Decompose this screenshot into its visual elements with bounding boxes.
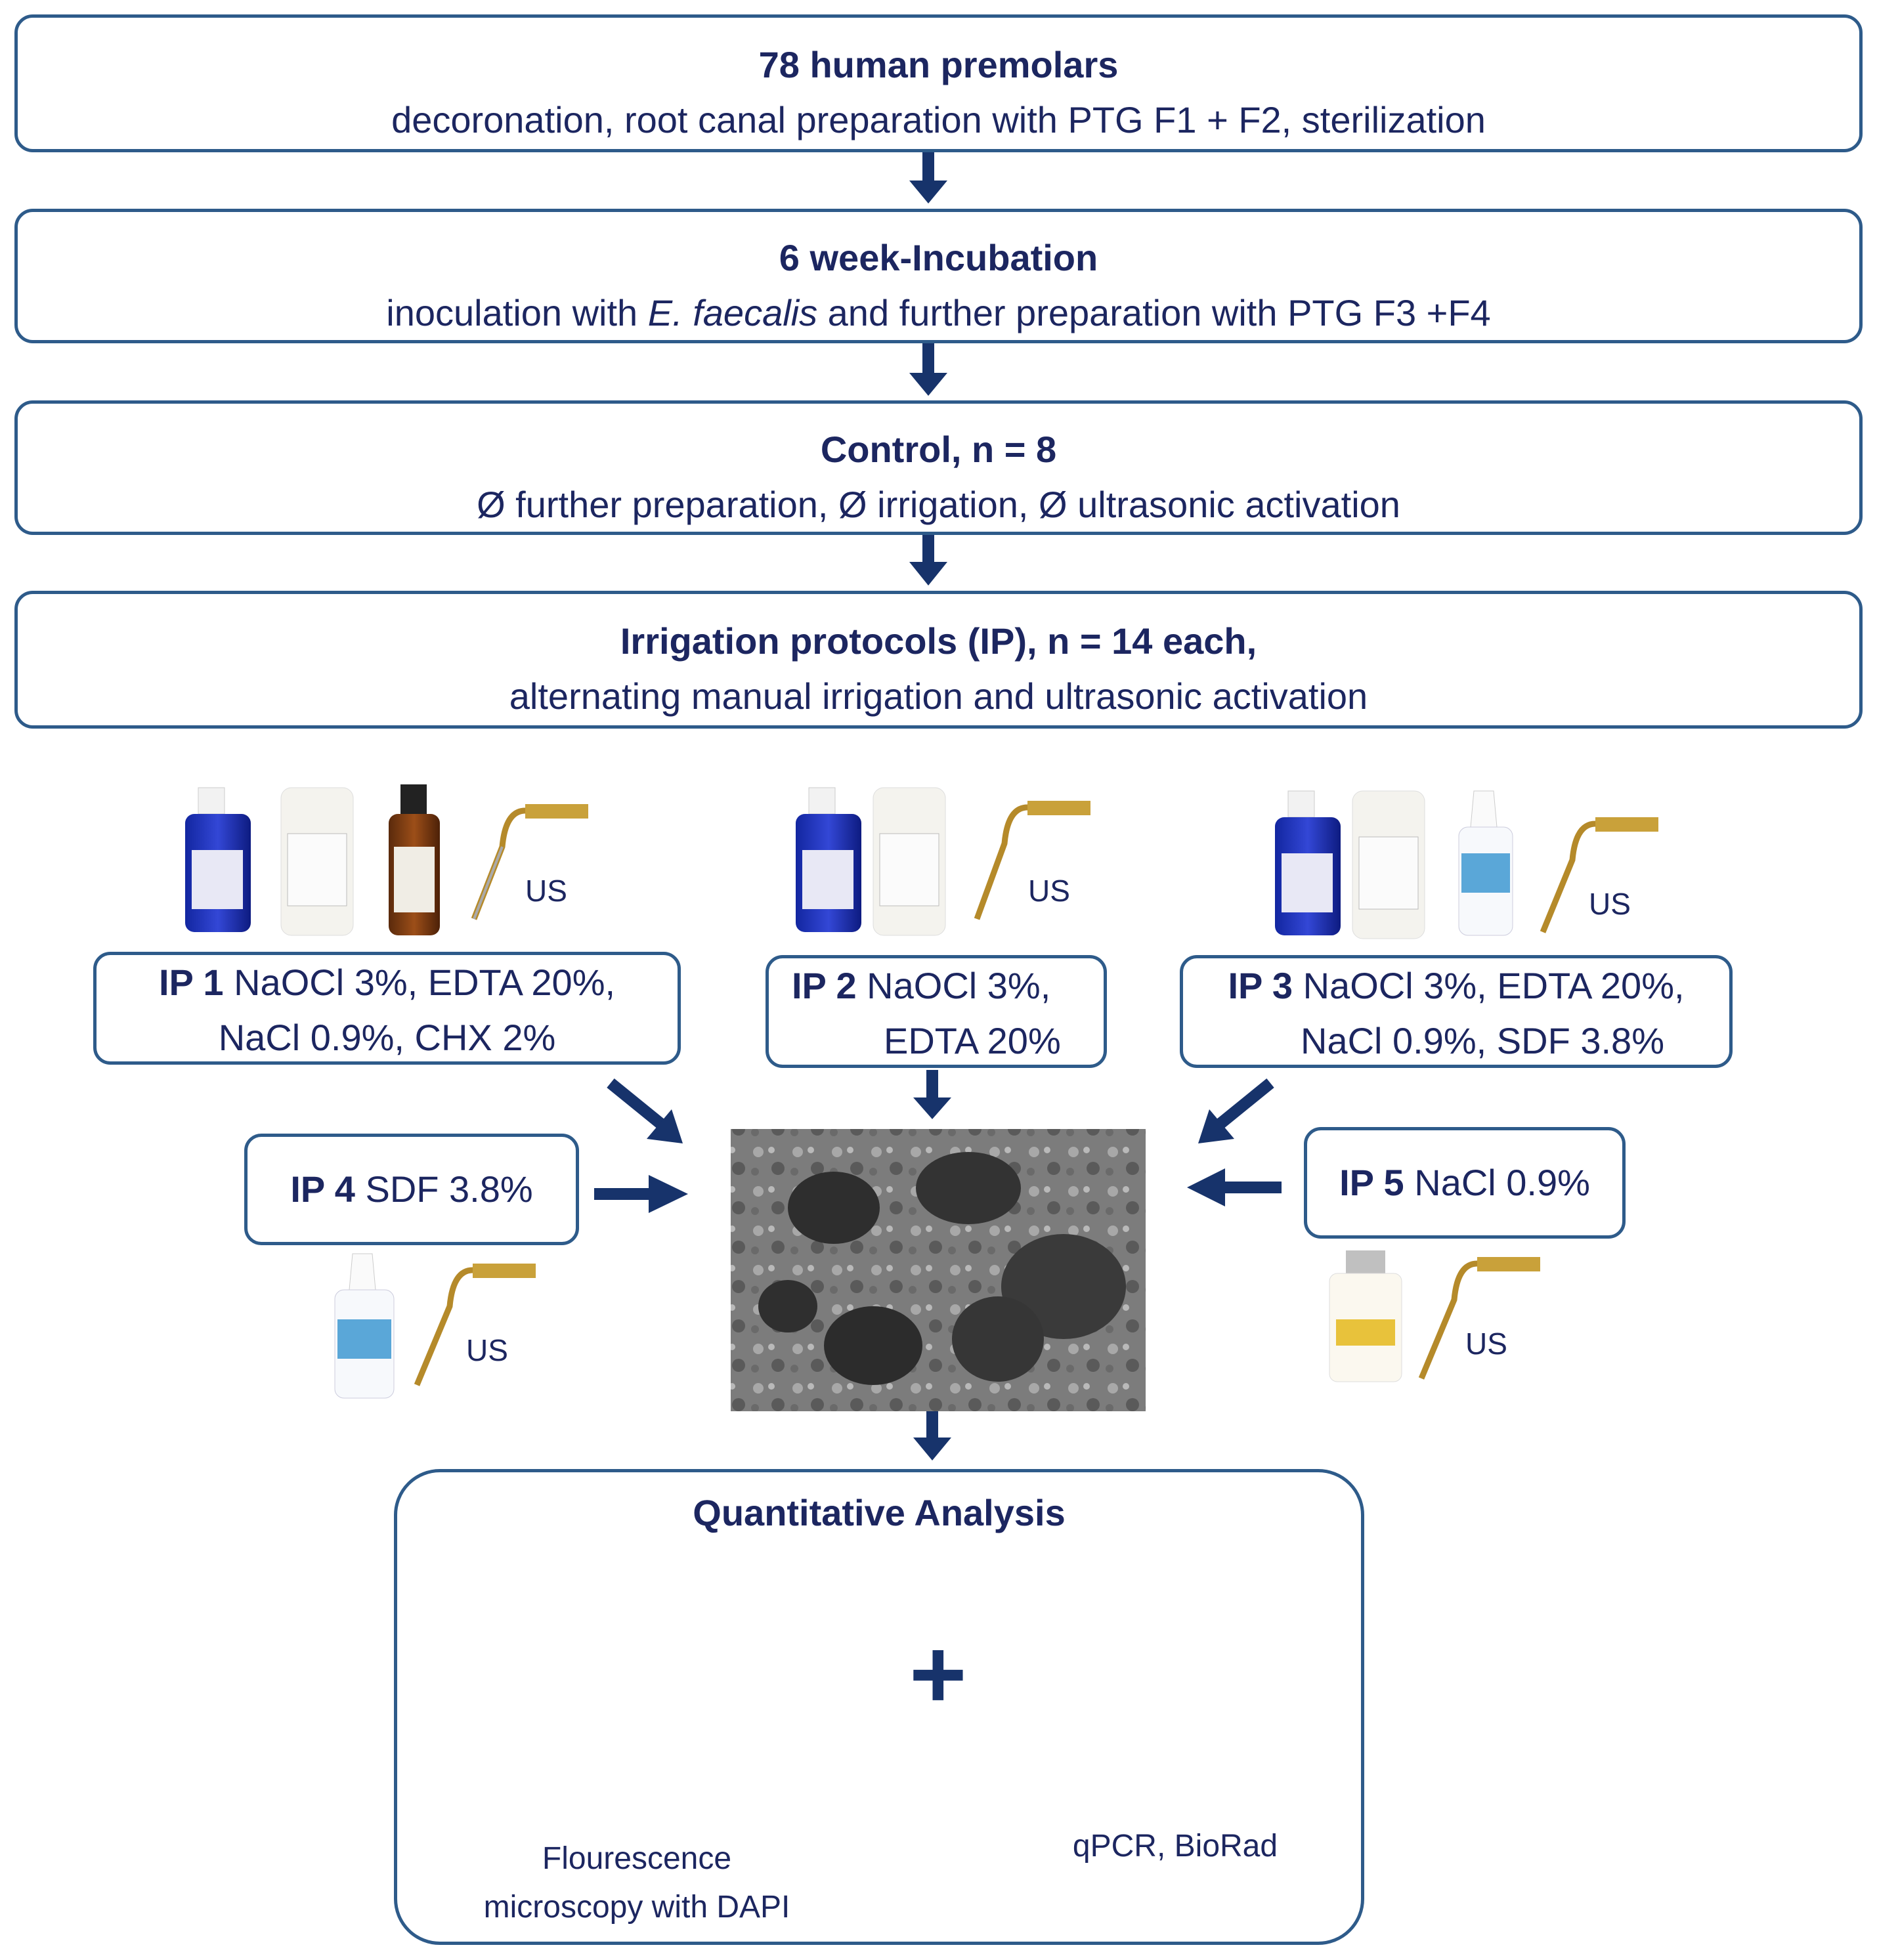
step-text: inoculation with E. faecalis and further… (386, 292, 1491, 333)
arrow-ip4-to-center (594, 1175, 688, 1213)
analysis-box: Quantitative Analysis (394, 1469, 1364, 1945)
qpcr-caption: qPCR, BioRad (1072, 1829, 1278, 1864)
protocol-box-ip2: IP 2 NaOCl 3%, EDTA 20% (766, 955, 1107, 1068)
step-text: Ø further preparation, Ø irrigation, Ø u… (477, 484, 1400, 525)
bottle-edta-ip1 (280, 787, 354, 936)
fluorescence-caption: Flourescence microscopy with DAPI (483, 1841, 790, 1925)
bottle-edta-ip2 (873, 787, 946, 936)
step-box-irrigation: Irrigation protocols (IP), n = 14 each, … (14, 591, 1863, 729)
protocol-line: NaCl 0.9% (1404, 1162, 1590, 1203)
protocol-line: NaOCl 3%, EDTA 20%, (223, 962, 616, 1003)
analysis-title: Quantitative Analysis (693, 1492, 1066, 1533)
protocol-box-ip1: IP 1 NaOCl 3%, EDTA 20%, NaCl 0.9%, CHX … (93, 952, 681, 1065)
protocol-id: IP 2 (792, 965, 857, 1006)
step-text: decoronation, root canal preparation wit… (391, 99, 1486, 140)
us-label-ip3: US (1589, 887, 1631, 921)
arrow-down (909, 535, 947, 586)
arrow-ip3-to-center (1198, 1078, 1274, 1143)
bottle-naocl-ip2 (796, 787, 861, 932)
step-title: Control, n = 8 (820, 429, 1057, 470)
protocol-id: IP 5 (1339, 1162, 1404, 1203)
bottle-nacl-ip5 (1329, 1250, 1402, 1382)
protocol-line: NaOCl 3%, (856, 965, 1051, 1006)
us-label-ip1: US (525, 874, 567, 908)
arrow-down (909, 343, 947, 396)
protocol-box-ip4: IP 4 SDF 3.8% (244, 1134, 579, 1245)
arrow-ip2-to-center (913, 1070, 951, 1119)
protocol-line: NaCl 0.9%, CHX 2% (218, 1017, 556, 1058)
step-title: Irrigation protocols (IP), n = 14 each, (620, 620, 1257, 662)
arrow-center-to-analysis (913, 1411, 951, 1460)
us-tip-ip2 (974, 801, 1090, 920)
sem-image (731, 1129, 1146, 1411)
step-box-incubation: 6 week-Incubation inoculation with E. fa… (14, 209, 1863, 343)
us-tip-ip1 (471, 804, 588, 920)
protocol-line: NaOCl 3%, EDTA 20%, (1293, 965, 1685, 1006)
bottle-sdf-ip4 (334, 1253, 395, 1399)
step-box-premolars: 78 human premolars decoronation, root ca… (14, 14, 1863, 152)
arrow-down (909, 152, 947, 203)
us-tip-ip3 (1540, 817, 1658, 933)
plus-sign: + (909, 1619, 967, 1729)
us-label-ip4: US (466, 1333, 508, 1367)
bottle-edta-ip3 (1352, 790, 1425, 939)
step-title: 6 week-Incubation (779, 237, 1098, 278)
protocol-box-ip5: IP 5 NaCl 0.9% (1304, 1127, 1626, 1239)
us-tip-ip5 (1418, 1257, 1540, 1380)
step-title: 78 human premolars (758, 44, 1119, 85)
protocol-box-ip3: IP 3 NaOCl 3%, EDTA 20%, NaCl 0.9%, SDF … (1180, 955, 1733, 1068)
protocol-line: NaCl 0.9%, SDF 3.8% (1301, 1020, 1664, 1061)
protocol-id: IP 3 (1228, 965, 1293, 1006)
arrow-ip5-to-center (1187, 1168, 1282, 1206)
us-label-ip2: US (1028, 874, 1070, 908)
bottle-naocl-ip1 (185, 787, 251, 932)
us-tip-ip4 (414, 1264, 536, 1386)
bottle-chx-ip1 (389, 784, 440, 935)
protocol-id: IP 4 (290, 1168, 355, 1210)
bottle-naocl-ip3 (1275, 790, 1341, 935)
step-box-control: Control, n = 8 Ø further preparation, Ø … (14, 400, 1863, 535)
protocol-line: EDTA 20% (884, 1020, 1061, 1061)
protocol-id: IP 1 (158, 962, 224, 1003)
step-text: alternating manual irrigation and ultras… (509, 675, 1368, 717)
protocol-line: SDF 3.8% (355, 1168, 533, 1210)
bottle-sdf-ip3 (1458, 790, 1513, 936)
arrow-ip1-to-center (607, 1078, 683, 1143)
us-label-ip5: US (1465, 1327, 1507, 1361)
